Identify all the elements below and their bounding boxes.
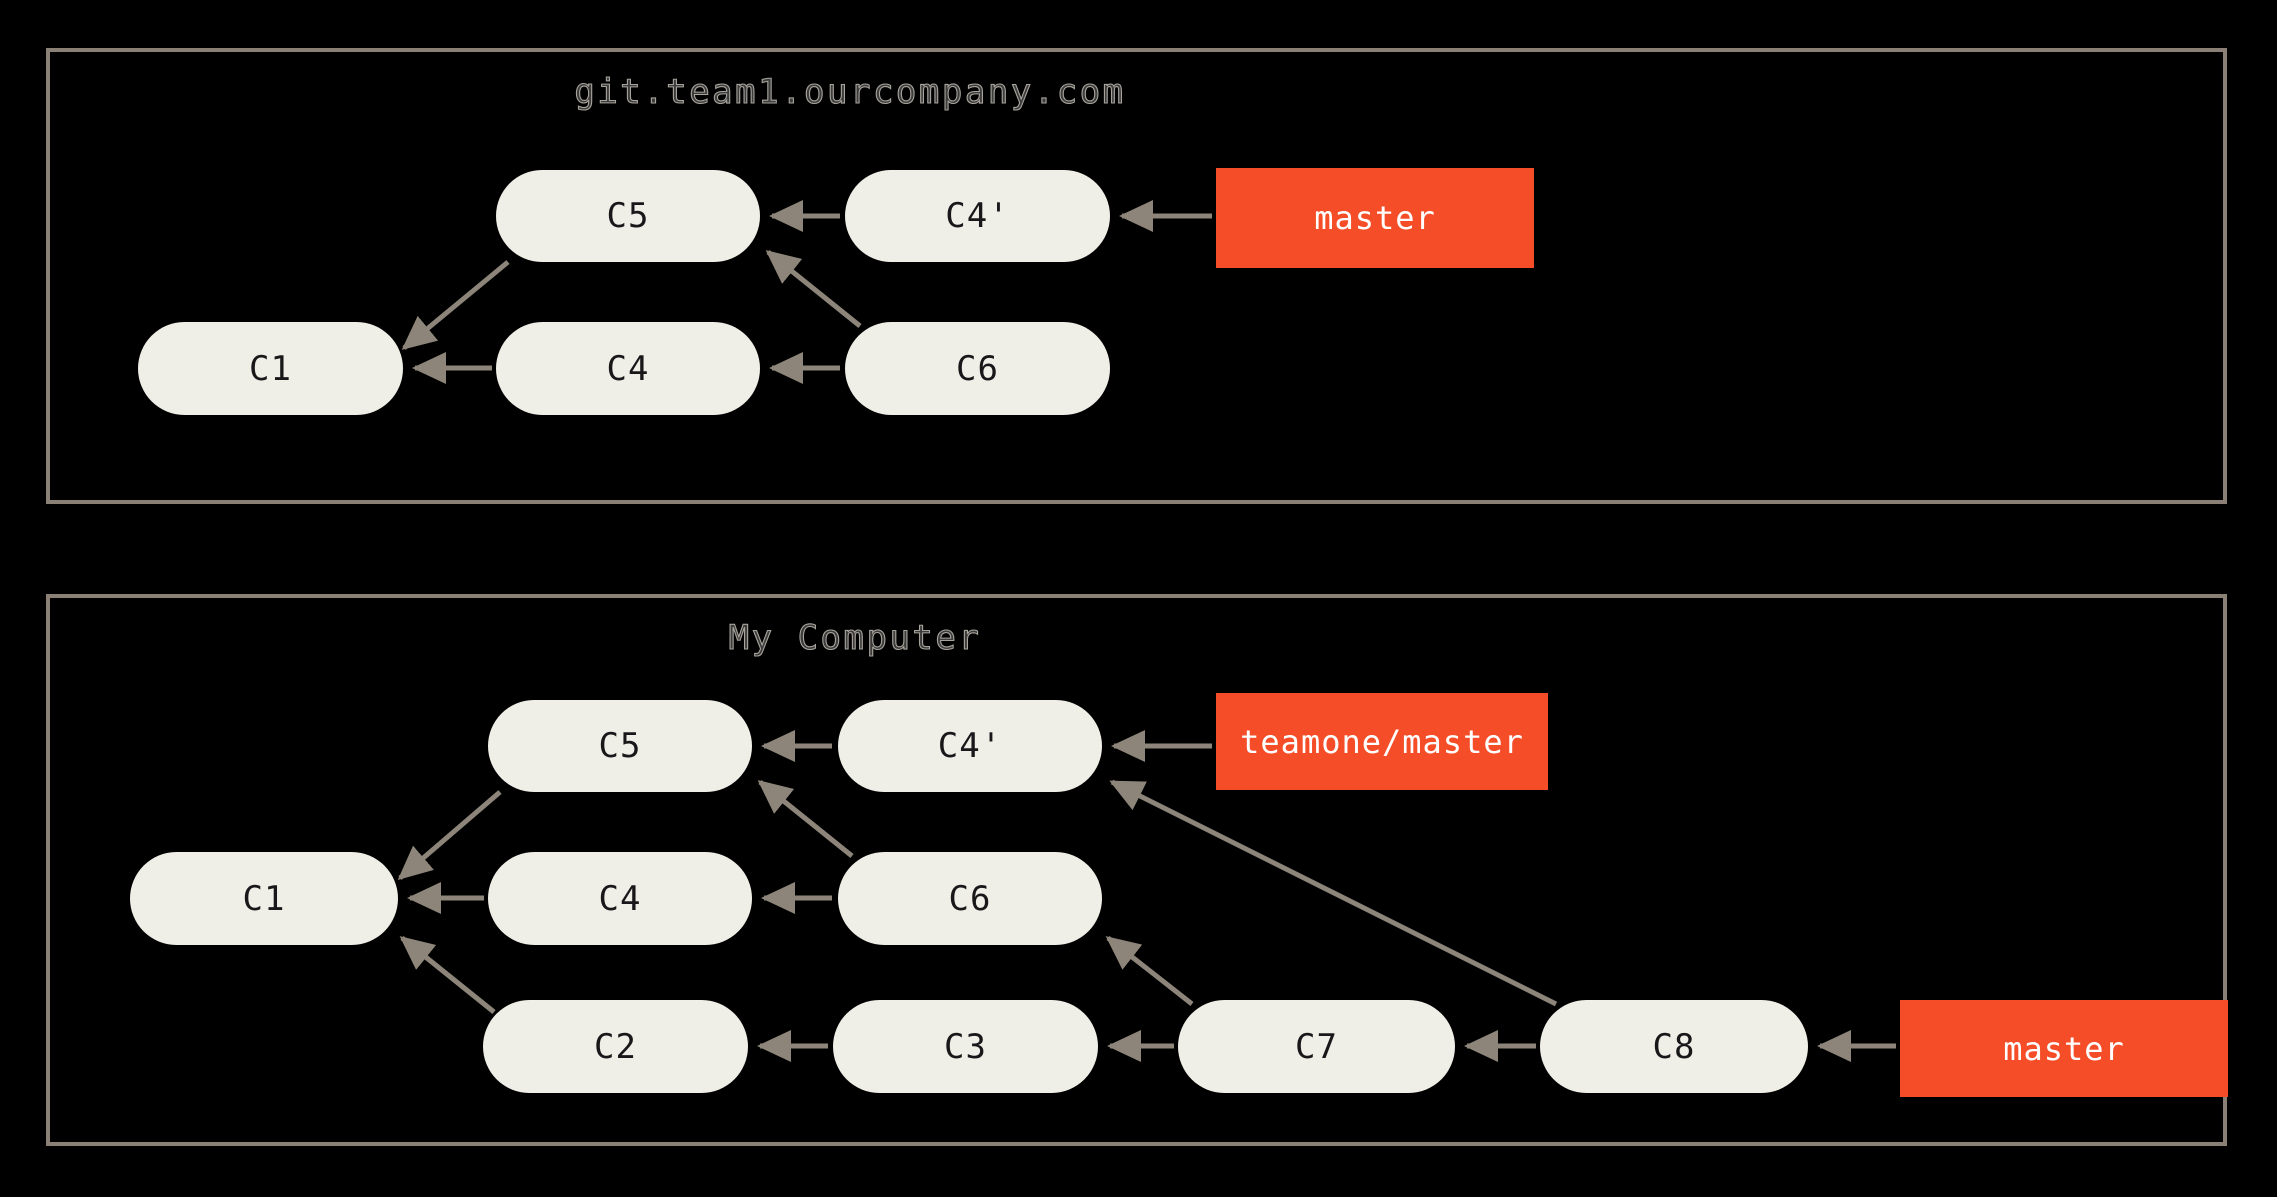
branch-label-master-remote[interactable]: master [1216, 168, 1534, 268]
commit-node-c6[interactable]: C6 [845, 322, 1110, 415]
commit-node-c1[interactable]: C1 [138, 322, 403, 415]
commit-node-local-c8[interactable]: C8 [1540, 1000, 1808, 1093]
commit-node-local-c5[interactable]: C5 [488, 700, 752, 792]
commit-node-local-c6[interactable]: C6 [838, 852, 1102, 945]
commit-node-local-c7[interactable]: C7 [1178, 1000, 1455, 1093]
branch-label-master-local[interactable]: master [1900, 1000, 2228, 1097]
commit-node-local-c3[interactable]: C3 [833, 1000, 1098, 1093]
commit-node-local-c1[interactable]: C1 [130, 852, 398, 945]
panel-remote-repository [46, 48, 2227, 504]
commit-node-c5[interactable]: C5 [496, 170, 760, 262]
panel-local-title: My Computer [728, 617, 982, 658]
commit-node-local-c4[interactable]: C4 [488, 852, 752, 945]
commit-node-c4-prime[interactable]: C4' [845, 170, 1110, 262]
commit-node-c4[interactable]: C4 [496, 322, 760, 415]
commit-node-local-c2[interactable]: C2 [483, 1000, 748, 1093]
panel-remote-title: git.team1.ourcompany.com [574, 71, 1126, 112]
branch-label-teamone-master[interactable]: teamone/master [1216, 693, 1548, 790]
panel-local-computer [46, 594, 2227, 1146]
commit-node-local-c4-prime[interactable]: C4' [838, 700, 1102, 792]
